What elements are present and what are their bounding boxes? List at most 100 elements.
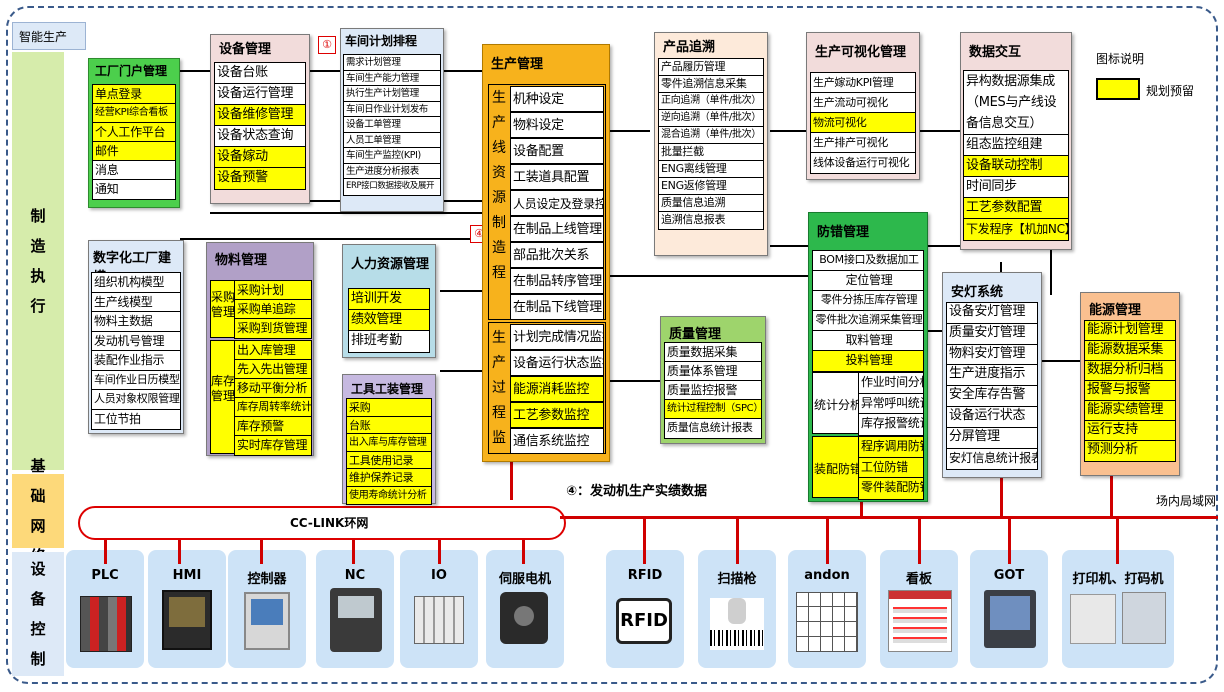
tracing-list: 产品履历管理 零件追溯信息采集 正向追溯（单件/批次） 逆向追溯（单件/批次） … — [658, 58, 764, 230]
device-label-plc: PLC — [91, 568, 119, 583]
list-item: ERP接口数据接收及展开 — [346, 181, 435, 191]
list-item: 经营KPI综合看板 — [93, 104, 175, 123]
list-item: 消息 — [93, 161, 175, 180]
list-item: 设备运行管理 — [215, 84, 305, 105]
drop-line — [260, 540, 263, 564]
errorproof-title: 防错管理 — [817, 225, 870, 240]
list-item: 工艺参数监控 — [510, 402, 604, 428]
list-item: 工具使用记录 — [347, 451, 431, 469]
connector — [770, 130, 806, 132]
connector — [440, 290, 482, 292]
list-item: 实时库存管理 — [235, 436, 311, 455]
hr-list: 培训开发 绩效管理 排班考勤 — [348, 288, 430, 353]
drop-line — [104, 540, 107, 564]
list-item: 物料设定 — [510, 112, 604, 138]
device-label-board: 看板 — [905, 572, 932, 587]
list-item: 设备安灯管理 — [947, 303, 1037, 324]
list-item: 设备运行状态监控 — [510, 350, 604, 376]
list-item: 采购到货管理 — [235, 319, 311, 338]
list-item: 使用寿命统计分析 — [347, 486, 431, 504]
list-item: 发动机号管理 — [92, 332, 180, 351]
controller-image — [244, 592, 290, 650]
device-label-andon: andon — [804, 568, 850, 583]
list-item: 车间生产监控(KPI) — [344, 148, 440, 164]
device-label-servo: 伺服电机 — [498, 572, 551, 587]
list-item: 单点登录 — [93, 85, 175, 104]
list-item: 邮件 — [93, 142, 175, 161]
list-item: 追溯信息报表 — [661, 213, 726, 226]
list-item: 工装道具配置 — [510, 164, 604, 190]
drop-line — [510, 462, 513, 500]
list-item: 零件批次追溯采集管理 — [813, 311, 923, 331]
device-label-scanner: 扫描枪 — [717, 572, 757, 587]
quality-title: 质量管理 — [669, 327, 722, 342]
band-manufacturing: 制造执行 — [12, 52, 64, 470]
printer-image — [1070, 594, 1116, 644]
list-item: 质量信息追溯 — [659, 195, 763, 212]
list-item: 作业时间分析 — [859, 373, 923, 394]
list-item: 投料管理 — [813, 351, 923, 371]
list-item: 设备联动控制 — [964, 156, 1068, 177]
list-item: 定位管理 — [813, 271, 923, 291]
list-item: 异构数据源集成（MES与产线设备信息交互） — [964, 71, 1068, 135]
list-item: 预测分析 — [1085, 441, 1175, 461]
cc-link-ring — [78, 506, 566, 540]
list-item: 批量拦截 — [659, 144, 763, 161]
list-item: 设备台账 — [215, 63, 305, 84]
list-item: 运行支持 — [1085, 421, 1175, 441]
material-list-2: 出入库管理 先入先出管理 移动平衡分析 库存周转率统计 库存预警 实时库存管理 — [234, 340, 312, 456]
list-item: 能源消耗监控 — [510, 376, 604, 402]
list-item: 安灯信息统计报表 — [949, 450, 1037, 465]
list-item: 质量信息统计报表 — [667, 421, 753, 434]
drop-line — [736, 518, 739, 564]
board-image — [888, 590, 952, 652]
list-item: 统计过程控制（SPC） — [665, 400, 761, 419]
ring-label: CC-LINK环网 — [290, 516, 369, 530]
list-item: 生产排产可视化 — [811, 133, 915, 153]
visual-list: 生产嫁动KPI管理 生产流动可视化 物流可视化 生产排产可视化 线体设备运行可视… — [810, 72, 916, 174]
drop-line — [1000, 478, 1003, 518]
factory-portal-title: 工厂门户管理 — [95, 64, 168, 78]
list-item: 正向追溯（单件/批次） — [659, 93, 763, 110]
list-item: 通信系统监控 — [510, 428, 604, 454]
list-item: 库存周转率统计 — [235, 398, 311, 417]
list-item: 报警与报警 — [1085, 381, 1175, 401]
drop-line — [826, 518, 829, 564]
list-item: 质量数据采集 — [665, 343, 761, 362]
drop-line — [352, 540, 355, 564]
errorproof-top-list: BOM接口及数据加工 定位管理 零件分拣压库存管理 零件批次追溯采集管理 取料管… — [812, 250, 924, 372]
list-item: 维护保养记录 — [347, 469, 431, 487]
drop-line — [438, 540, 441, 564]
list-item: 设备运行状态 — [947, 407, 1037, 428]
connector — [1050, 245, 1052, 295]
list-item: 人员设定及登录控制 — [510, 190, 604, 216]
production-group-1-label: 生产线资源制造程 — [492, 90, 506, 281]
list-item: 生产线模型 — [92, 293, 180, 312]
device-label-got: GOT — [993, 568, 1025, 583]
list-item: 采购单追踪 — [235, 300, 311, 319]
production-list-1: 机种设定 物料设定 设备配置 工装道具配置 人员设定及登录控制 在制品上线管理 … — [510, 86, 604, 320]
band-network: 基础网络 — [12, 457, 64, 565]
got-image — [984, 590, 1036, 648]
drop-line — [178, 540, 181, 564]
corner-tag: 智能生产 — [12, 22, 86, 50]
andon-image — [796, 592, 858, 652]
energy-list: 能源计划管理 能源数据采集 数据分析归档 报警与报警 能源实绩管理 运行支持 预… — [1084, 320, 1176, 462]
list-item: 设备预警 — [215, 168, 305, 189]
legend-label: 规划预留 — [1146, 84, 1195, 98]
list-item: 需求计划管理 — [344, 55, 440, 71]
tooling-list: 采购 台账 出入库与库存管理 工具使用记录 维护保养记录 使用寿命统计分析 — [346, 398, 432, 505]
list-item: 先入先出管理 — [235, 360, 311, 379]
workshop-plan-title: 车间计划排程 — [345, 34, 418, 48]
list-item: 培训开发 — [349, 289, 429, 310]
list-item: 工位防错 — [859, 457, 923, 478]
list-item: 设备状态查询 — [215, 126, 305, 147]
connector — [180, 238, 482, 240]
device-label-printer: 打印机、打码机 — [1072, 572, 1164, 587]
data-exchange-list: 异构数据源集成（MES与产线设备信息交互） 组态监控组建 设备联动控制 时间同步… — [963, 70, 1069, 241]
list-item: 生产流动可视化 — [811, 93, 915, 113]
drop-line — [1008, 518, 1011, 564]
list-item: 排班考勤 — [351, 333, 402, 348]
list-item: ENG离线管理 — [659, 161, 763, 178]
marker-image — [1122, 592, 1166, 644]
